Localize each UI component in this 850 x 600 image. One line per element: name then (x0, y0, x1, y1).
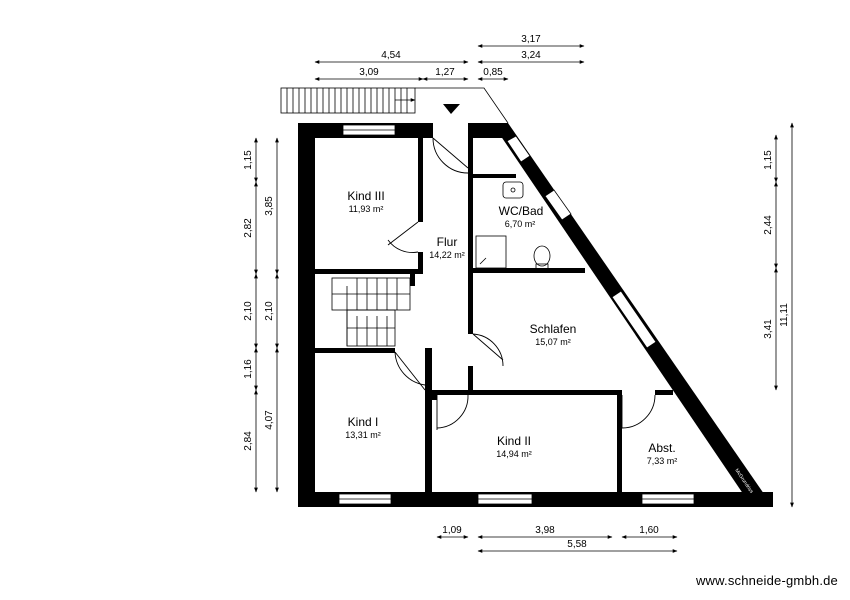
room-name-flur: Flur (437, 235, 458, 249)
room-name-kind1: Kind I (348, 415, 379, 429)
windows (338, 124, 695, 505)
dim-right-inner-b: 2,44 (763, 215, 774, 235)
room-area-schlafen: 15,07 m² (535, 337, 571, 347)
room-area-kind1: 13,31 m² (345, 430, 381, 440)
outer-walls (298, 123, 773, 507)
room-labels: Kind III 11,93 m² Flur 14,22 m² WC/Bad 6… (345, 189, 677, 466)
dim-top-right-a: 3,17 (521, 34, 541, 45)
dim-bottom-d: 5,58 (567, 539, 587, 550)
dim-bottom-a: 1,09 (442, 525, 462, 536)
dim-left-outer-a: 1,15 (243, 150, 254, 170)
dim-bottom-b: 3,98 (535, 525, 555, 536)
dim-left-inner-a: 3,85 (264, 196, 275, 216)
dim-right-inner-a: 1,15 (763, 150, 774, 170)
dim-left-outer-d: 1,16 (243, 359, 254, 379)
dimension-lines (254, 44, 794, 553)
room-name-schlafen: Schlafen (530, 322, 577, 336)
dim-bottom-c: 1,60 (639, 525, 659, 536)
room-name-abst: Abst. (648, 441, 675, 455)
sink-icon (502, 181, 524, 199)
dim-right-outer-a: 11,11 (779, 303, 790, 327)
dim-left-outer-b: 2,82 (243, 218, 254, 238)
dim-top-left-b: 1,27 (435, 67, 455, 78)
room-name-kind3: Kind III (347, 189, 384, 203)
dim-left-inner-c: 4,07 (264, 410, 275, 430)
room-area-flur: 14,22 m² (429, 250, 465, 260)
room-name-wcbad: WC/Bad (499, 204, 544, 218)
stairs (280, 87, 509, 347)
dimension-labels: 4,54 3,09 1,27 3,17 3,24 0,85 1,15 2,82 … (243, 34, 790, 550)
room-area-wcbad: 6,70 m² (505, 219, 536, 229)
toilet-icon (533, 245, 551, 267)
website-url: www.schneide-gmbh.de (695, 573, 838, 588)
dim-top-left-a: 3,09 (359, 67, 379, 78)
dim-top-right-b: 3,24 (521, 50, 541, 61)
room-area-abst: 7,33 m² (647, 456, 678, 466)
dim-top-right-c: 0,85 (483, 67, 503, 78)
entrance-arrow-icon (443, 104, 460, 114)
room-area-kind3: 11,93 m² (349, 204, 384, 214)
doors (387, 137, 656, 430)
dim-left-outer-c: 2,10 (243, 301, 254, 321)
room-area-kind2: 14,94 m² (496, 449, 532, 459)
bathroom-fixtures (475, 181, 551, 270)
room-name-kind2: Kind II (497, 434, 531, 448)
dim-left-outer-e: 2,84 (243, 431, 254, 451)
dim-right-inner-c: 3,41 (763, 319, 774, 339)
shower-icon (475, 235, 507, 269)
dim-left-inner-b: 2,10 (264, 301, 275, 321)
interior-walls (315, 138, 673, 492)
dim-top-total-left: 4,54 (381, 50, 401, 61)
